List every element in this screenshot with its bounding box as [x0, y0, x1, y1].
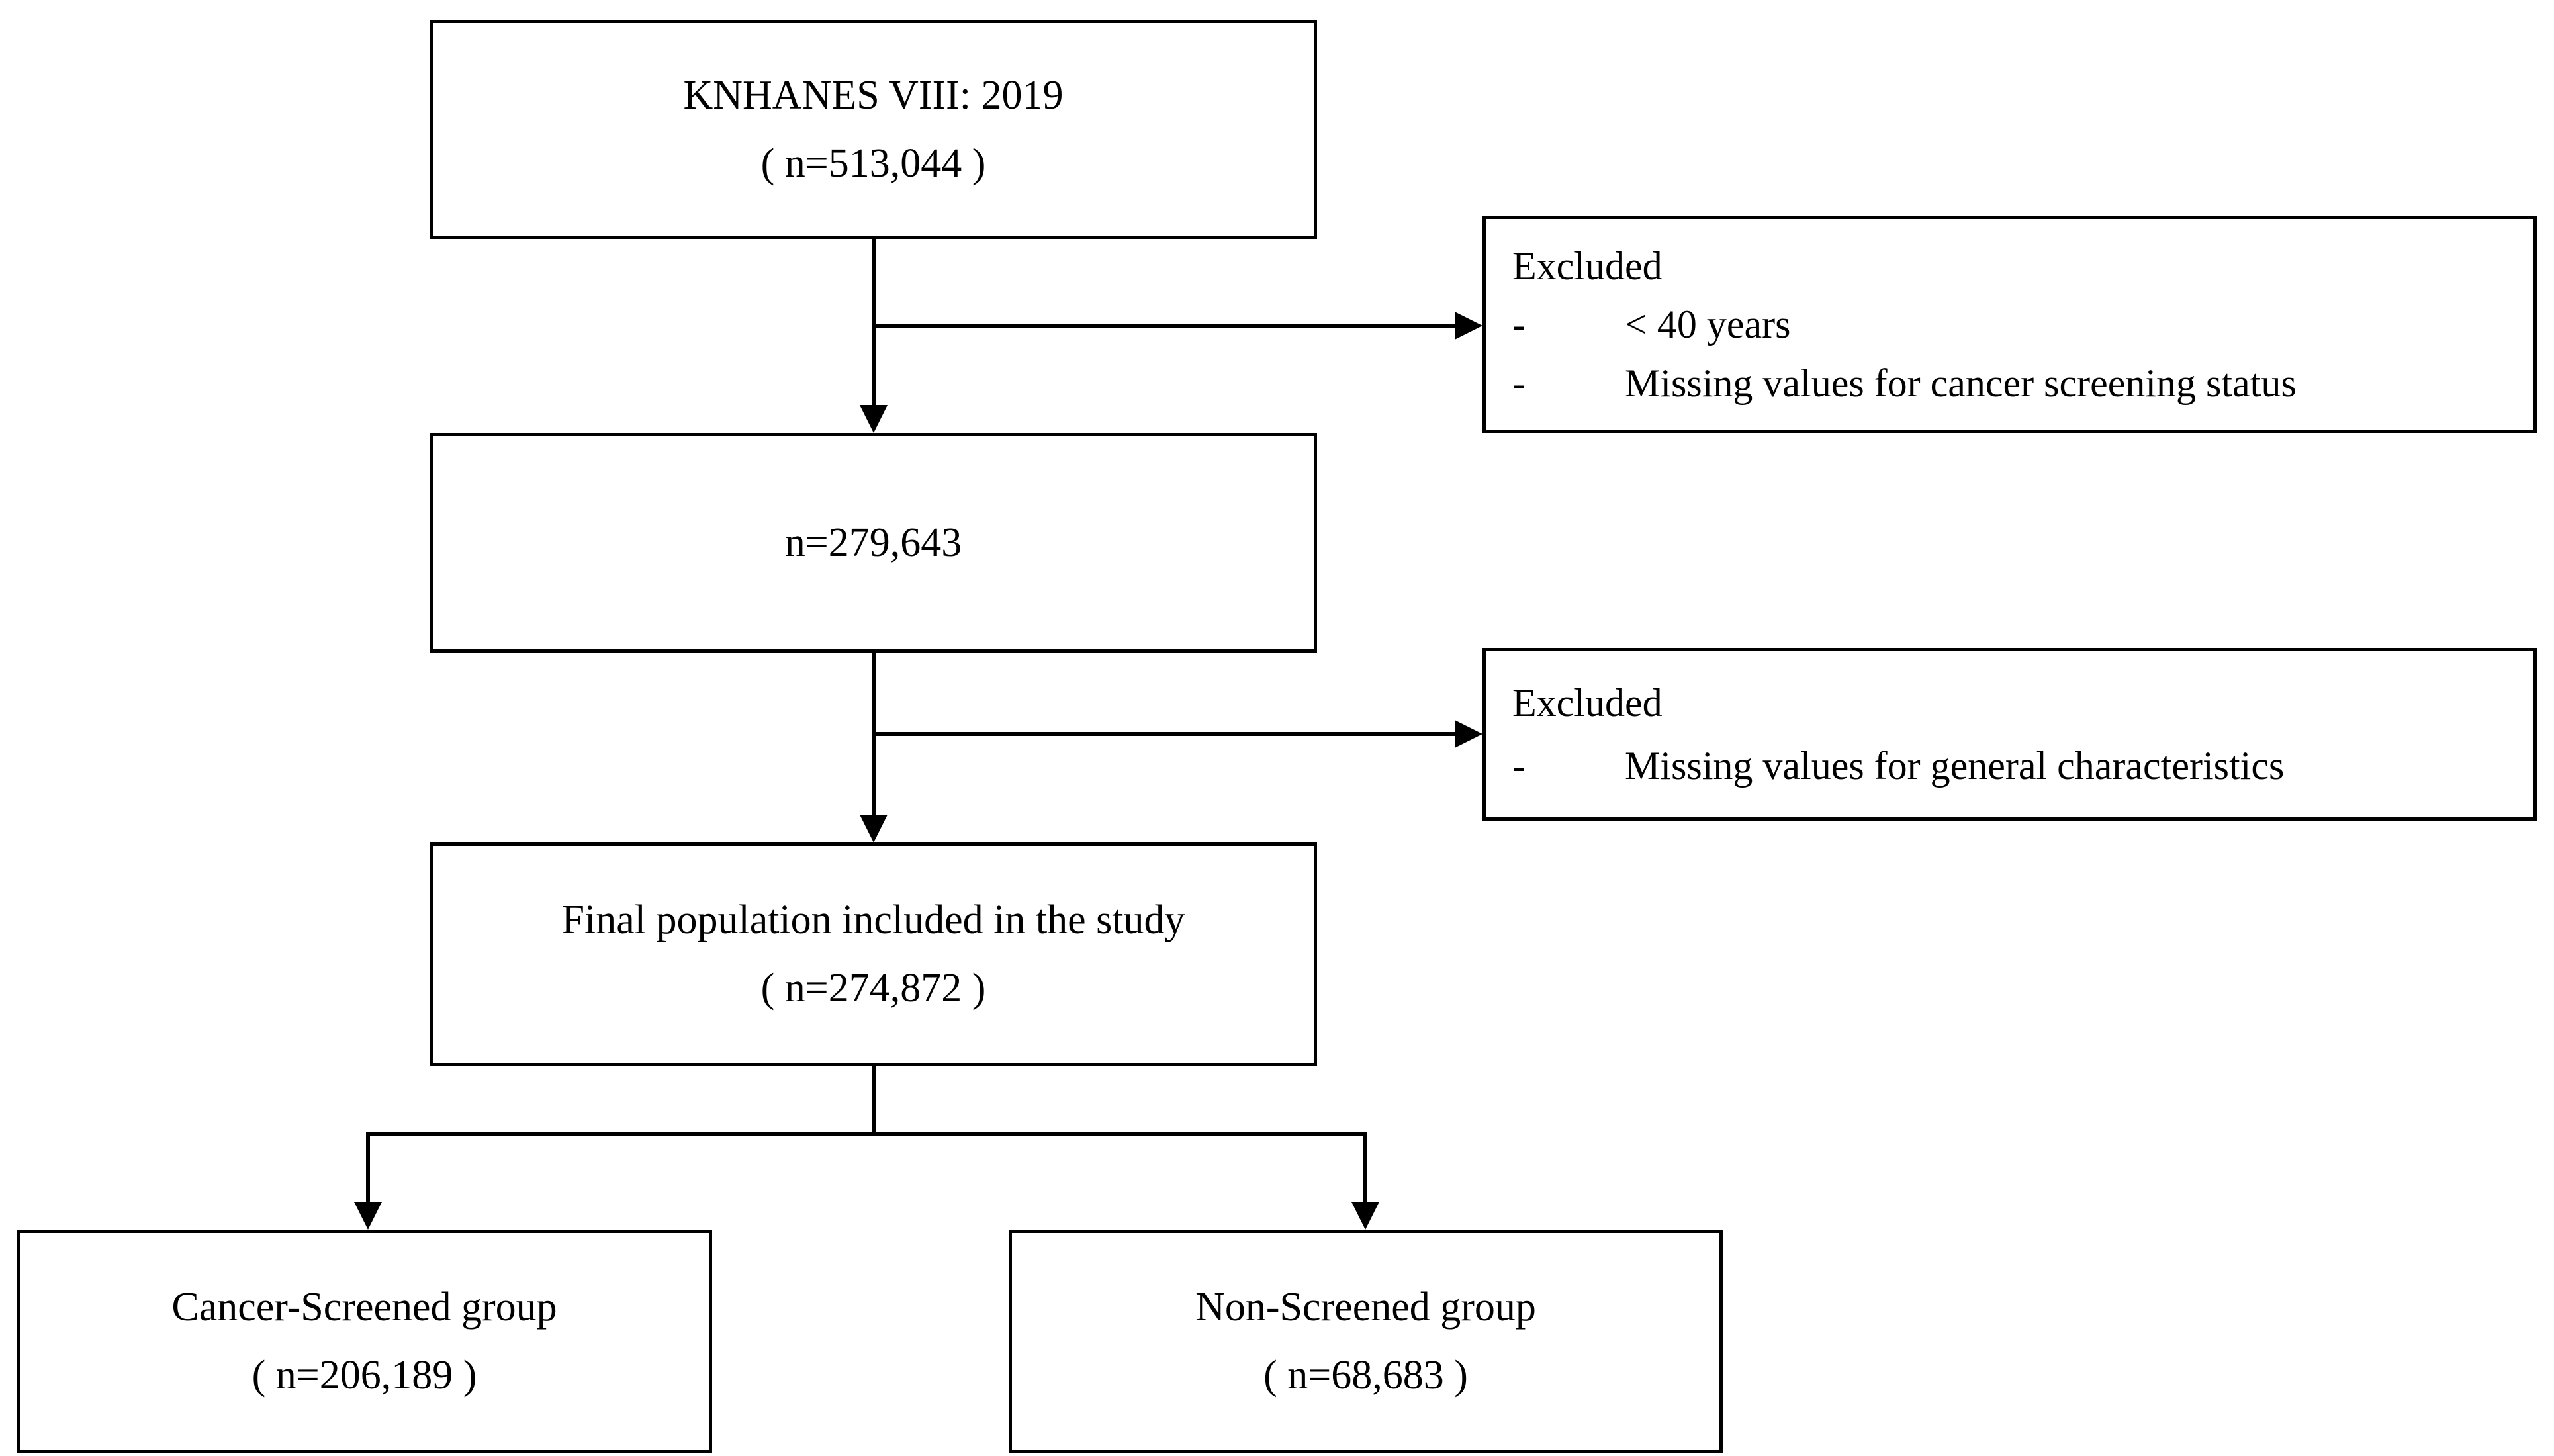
screened-box-count: ( n=206,189 ) [251, 1353, 477, 1398]
bullet-dash: - [1512, 361, 1526, 405]
final-box-title: Final population included in the study [561, 897, 1185, 943]
arrowhead-into-filtered-box [860, 405, 888, 433]
connector-drop-screened [366, 1132, 370, 1205]
excluded-1-item-row: - < 40 years [1512, 300, 1790, 348]
final-population-box: Final population included in the study (… [430, 842, 1317, 1066]
excluded-box-2: Excluded - Missing values for general ch… [1482, 648, 2537, 821]
first-filtered-box: n=279,643 [430, 433, 1317, 653]
arrowhead-into-excluded-2 [1455, 720, 1482, 748]
connector-branch-to-excluded-1 [874, 324, 1457, 328]
excluded-2-title: Excluded [1512, 680, 1663, 725]
connector-branch-to-excluded-2 [874, 732, 1457, 736]
arrowhead-into-screened-box [354, 1202, 382, 1230]
excluded-1-item-text: < 40 years [1625, 302, 1791, 346]
final-box-count: ( n=274,872 ) [760, 966, 986, 1011]
arrowhead-into-excluded-1 [1455, 312, 1482, 340]
source-box-count: ( n=513,044 ) [760, 140, 986, 186]
excluded-1-title: Excluded [1512, 244, 1663, 288]
bullet-dash: - [1512, 302, 1526, 346]
non-screened-box-title: Non-Screened group [1195, 1285, 1536, 1330]
excluded-2-item-text: Missing values for general characteristi… [1625, 744, 2285, 788]
excluded-1-item-text: Missing values for cancer screening stat… [1625, 361, 2297, 405]
arrowhead-into-non-screened-box [1351, 1202, 1379, 1230]
connector-split-bar [366, 1132, 1367, 1136]
first-filtered-count: n=279,643 [784, 520, 962, 565]
connector-source-to-filtered [872, 238, 876, 408]
connector-final-stem [872, 1066, 876, 1136]
bullet-dash: - [1512, 744, 1526, 788]
excluded-box-1: Excluded - < 40 years - Missing values f… [1482, 216, 2537, 433]
arrowhead-into-final-box [860, 815, 888, 842]
excluded-2-item-row: - Missing values for general characteris… [1512, 742, 2284, 790]
source-box-title: KNHANES VIII: 2019 [683, 72, 1064, 118]
source-box: KNHANES VIII: 2019 ( n=513,044 ) [430, 20, 1317, 239]
connector-drop-non-screened [1363, 1132, 1367, 1205]
non-screened-group-box: Non-Screened group ( n=68,683 ) [1009, 1230, 1723, 1453]
screened-group-box: Cancer-Screened group ( n=206,189 ) [17, 1230, 712, 1453]
non-screened-box-count: ( n=68,683 ) [1263, 1353, 1468, 1398]
excluded-1-item-row: - Missing values for cancer screening st… [1512, 359, 2297, 407]
screened-box-title: Cancer-Screened group [171, 1285, 557, 1330]
